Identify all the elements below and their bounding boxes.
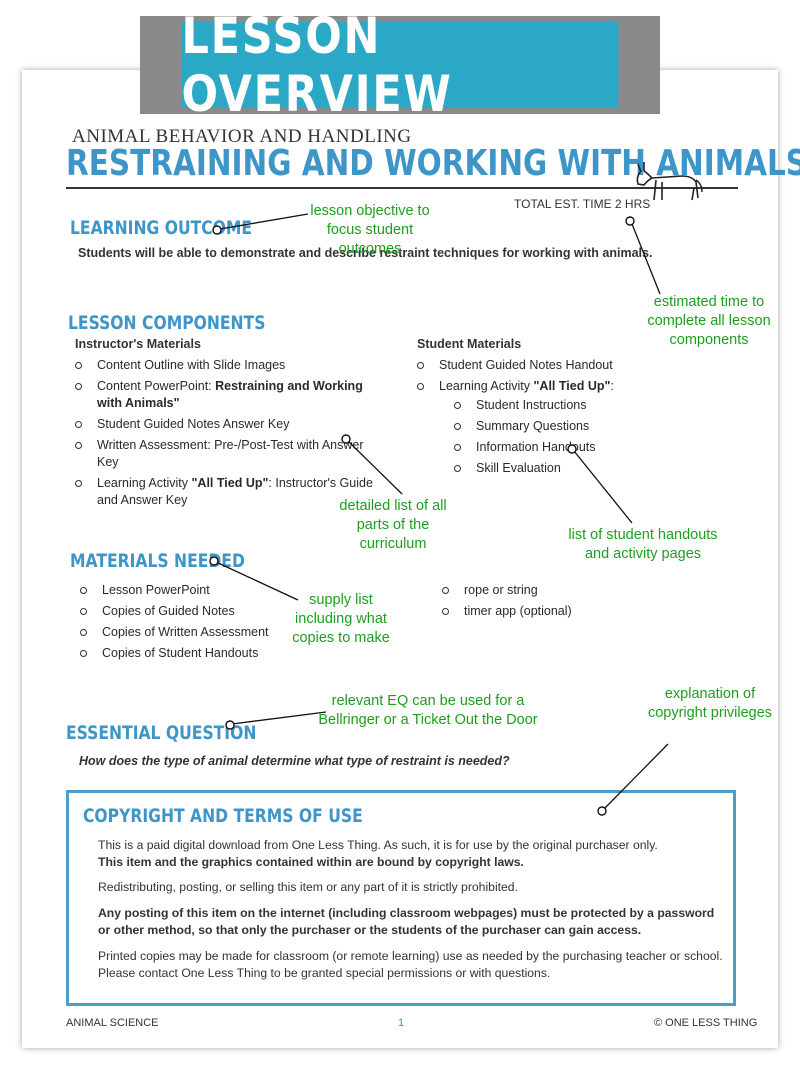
annotation-parts: detailed list of all parts of the curric… <box>339 498 447 552</box>
document-page <box>22 70 778 1048</box>
annotation-copyright: explanation of copyright privileges <box>647 686 773 721</box>
copyright-paragraph: Any posting of this item on the internet… <box>98 906 715 937</box>
annotation-eq: relevant EQ can be used for a Bellringer… <box>318 693 538 728</box>
list-item: Lesson PowerPoint <box>80 582 300 599</box>
list-item: Content Outline with Slide Images <box>75 357 387 374</box>
footer-page-number: 1 <box>398 1017 405 1029</box>
donkey-icon <box>636 162 703 201</box>
list-item: Copies of Student Handouts <box>80 645 300 662</box>
footer-copyright: © ONE LESS THING <box>654 1017 758 1029</box>
student-materials-list: Student Guided Notes Handout Learning Ac… <box>417 357 677 399</box>
learning-outcome-heading: LEARNING OUTCOME <box>70 217 253 239</box>
list-item: timer app (optional) <box>442 603 642 620</box>
unit-kicker: ANIMAL BEHAVIOR AND HANDLING <box>72 126 412 147</box>
list-item: Information Handouts <box>454 439 654 456</box>
annotation-objective: lesson objective to focus student outcom… <box>310 203 430 257</box>
list-item: rope or string <box>442 582 642 599</box>
list-item: Learning Activity "All Tied Up": <box>417 378 677 395</box>
list-item: Student Instructions <box>454 397 654 414</box>
footer-subject: ANIMAL SCIENCE <box>66 1017 159 1029</box>
estimated-time: TOTAL EST. TIME 2 HRS <box>514 197 651 211</box>
student-materials-heading: Student Materials <box>417 337 522 351</box>
list-item: Summary Questions <box>454 418 654 435</box>
materials-list-right: rope or string timer app (optional) <box>442 582 642 624</box>
lesson-overview-banner: LESSON OVERVIEW <box>140 7 660 123</box>
annotation-handouts: list of student handouts and activity pa… <box>568 527 718 562</box>
student-activity-sublist: Student Instructions Summary Questions I… <box>454 397 654 481</box>
list-item: Written Assessment: Pre-/Post-Test with … <box>75 437 387 471</box>
copyright-body: This is a paid digital download from One… <box>98 837 726 982</box>
copyright-paragraph: Printed copies may be made for classroom… <box>98 949 723 980</box>
list-item: Skill Evaluation <box>454 460 654 477</box>
list-item: Content PowerPoint: Restraining and Work… <box>75 378 387 412</box>
copyright-paragraph: This item and the graphics contained wit… <box>98 855 524 869</box>
annotation-time: estimated time to complete all lesson co… <box>647 294 771 348</box>
list-item: Student Guided Notes Answer Key <box>75 416 387 433</box>
instructor-materials-list: Content Outline with Slide Images Conten… <box>75 357 387 513</box>
list-item: Student Guided Notes Handout <box>417 357 677 374</box>
list-item: Copies of Guided Notes <box>80 603 300 620</box>
lesson-components-heading: LESSON COMPONENTS <box>68 312 266 334</box>
lesson-title: RESTRAINING AND WORKING WITH ANIMALS <box>66 143 800 184</box>
copyright-paragraph: Redistributing, posting, or selling this… <box>98 880 518 894</box>
annotation-supply: supply list including what copies to mak… <box>292 592 390 646</box>
list-item: Copies of Written Assessment <box>80 624 300 641</box>
instructor-materials-heading: Instructor's Materials <box>75 337 201 351</box>
banner-title: LESSON OVERVIEW <box>181 7 619 123</box>
copyright-paragraph: This is a paid digital download from One… <box>98 838 658 852</box>
copyright-heading: COPYRIGHT AND TERMS OF USE <box>83 805 363 827</box>
copyright-box: COPYRIGHT AND TERMS OF USE This is a pai… <box>66 790 736 1006</box>
essential-question-heading: ESSENTIAL QUESTION <box>66 722 257 744</box>
materials-list-left: Lesson PowerPoint Copies of Guided Notes… <box>80 582 300 666</box>
materials-needed-heading: MATERIALS NEEDED <box>70 550 245 572</box>
list-item: Learning Activity "All Tied Up": Instruc… <box>75 475 387 509</box>
essential-question-text: How does the type of animal determine wh… <box>79 754 510 768</box>
title-rule <box>66 187 738 189</box>
learning-outcome-text: Students will be able to demonstrate and… <box>78 246 653 260</box>
